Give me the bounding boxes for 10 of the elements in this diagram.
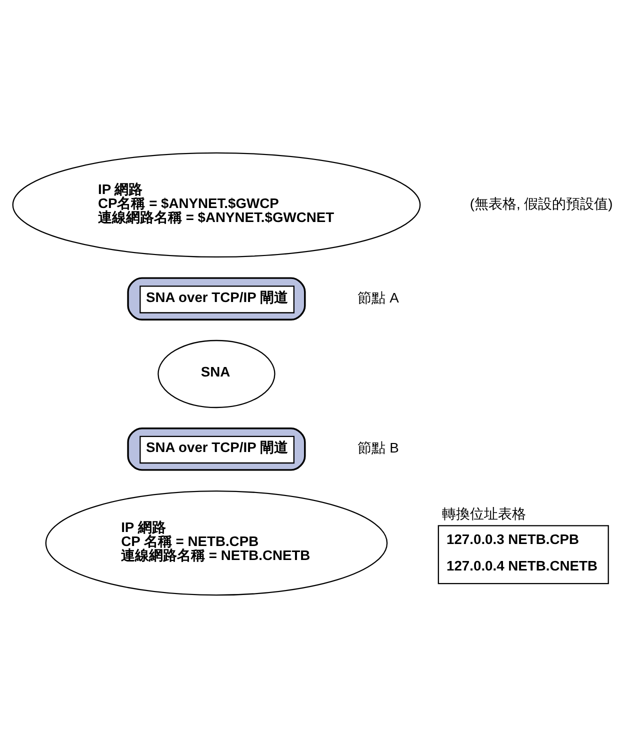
node-label: 轉換位址表格	[442, 505, 526, 522]
node-box: SNA over TCP/IP 閘道	[127, 277, 306, 321]
node-ellipse: SNA	[158, 340, 276, 408]
node-ellipse: IP 網路 CP 名稱 = NETB.CPB 連線網路名稱 = NETB.CNETB	[45, 490, 388, 596]
node-box: SNA over TCP/IP 閘道	[127, 427, 306, 471]
label: (無表格, 假設的預設值)	[470, 196, 613, 212]
node-label: 節點 B	[358, 440, 399, 456]
node-label: 節點 A	[358, 289, 399, 306]
node-box: 127.0.0.3 NETB.CPB 127.0.0.4 NETB.CNETB	[438, 525, 609, 584]
node-ellipse: IP 網路 CP名稱 = $ANYNET.$GWCP 連線網路名稱 = $ANYNET.$GWCNET	[12, 152, 421, 258]
